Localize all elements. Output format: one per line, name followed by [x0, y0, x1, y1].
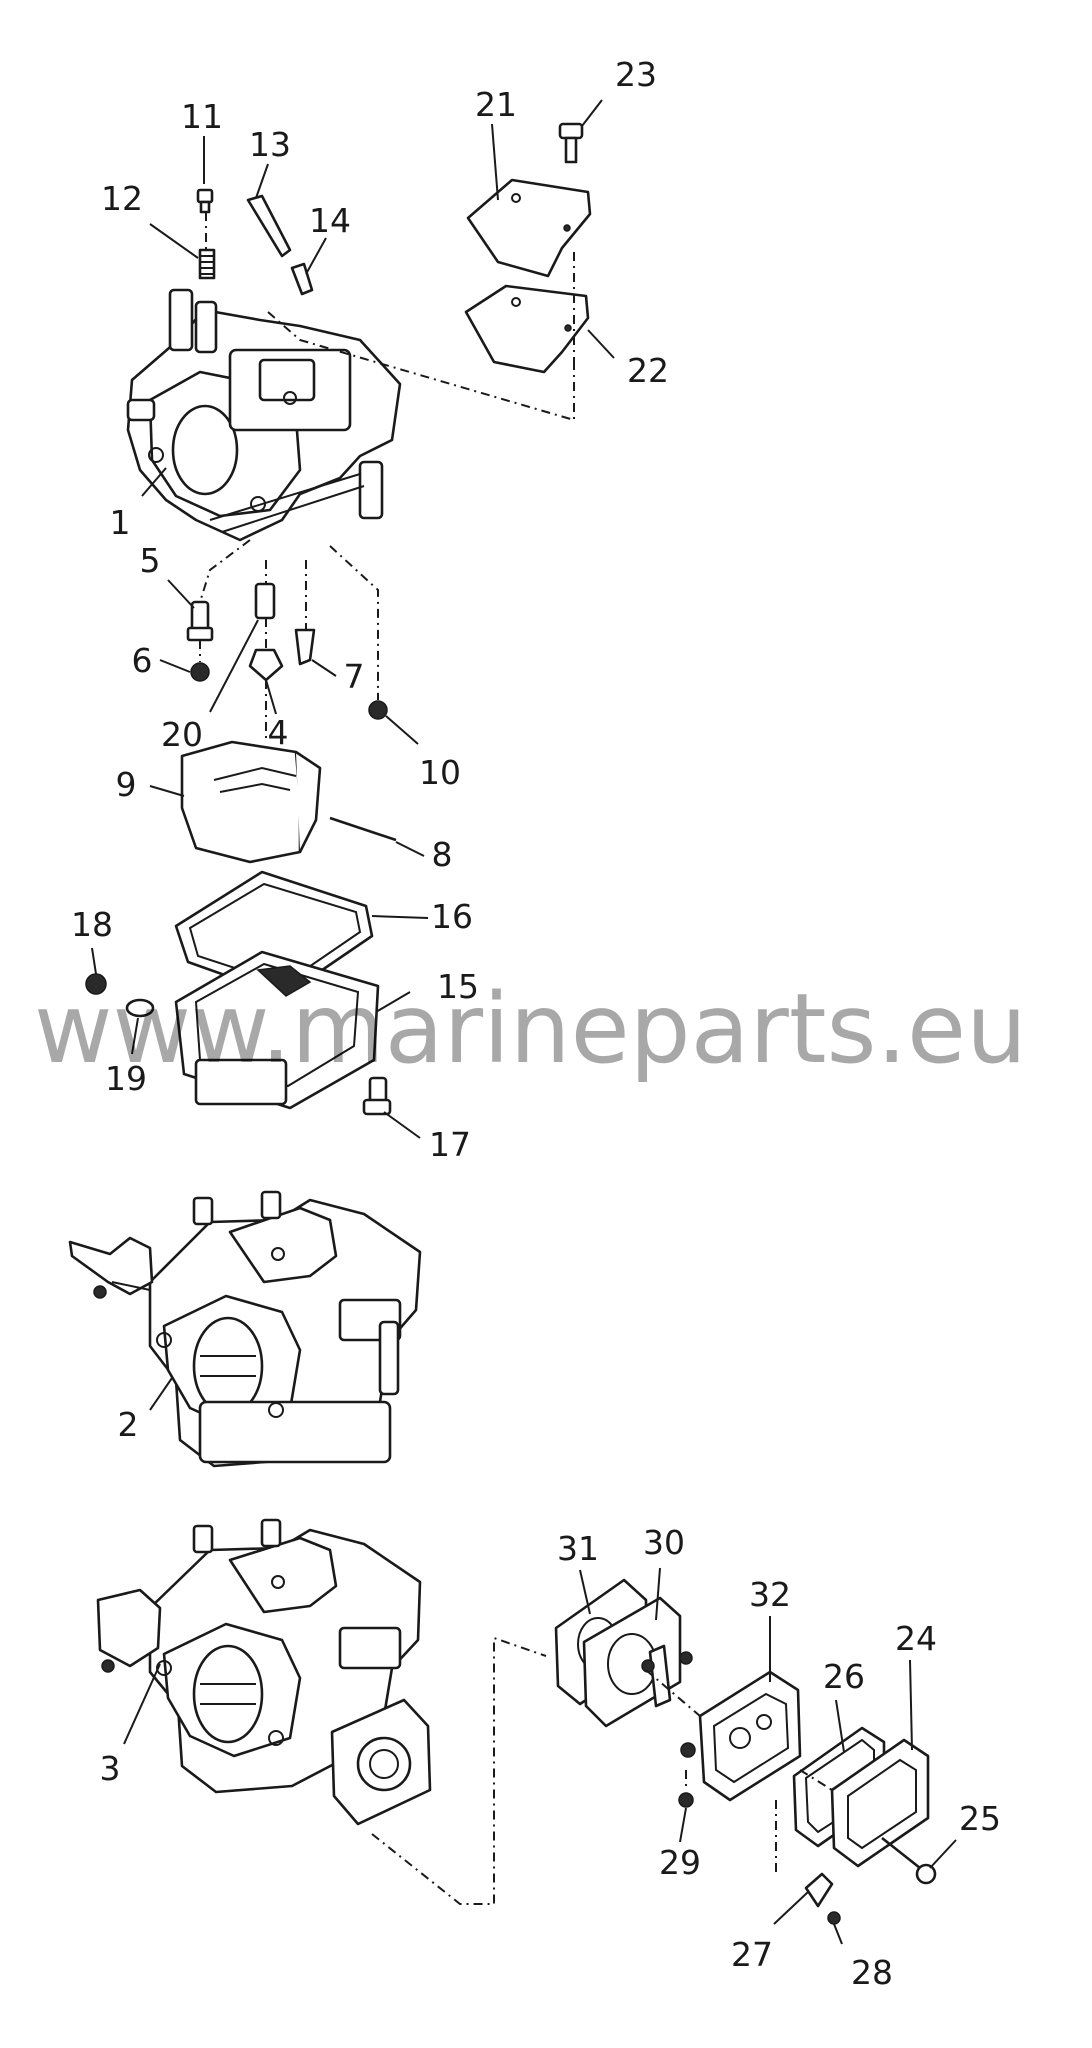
part-1-carburetor-body: [126, 288, 402, 542]
callout-31: 31: [557, 1529, 599, 1568]
watermark-text: www.marineparts.eu: [34, 973, 1027, 1085]
part-12-spring: [198, 248, 216, 280]
part-20-jet-holder: [254, 582, 276, 620]
part-2-carburetor-assembly: [68, 1190, 422, 1468]
callout-20: 20: [161, 715, 203, 754]
part-9-float: [180, 740, 322, 864]
part-10-nut: [368, 700, 388, 720]
callout-9: 9: [116, 765, 137, 804]
callout-7: 7: [344, 657, 365, 696]
part-8-float-pin: [329, 816, 397, 842]
callout-1: 1: [110, 503, 131, 542]
part-30-diaphragm: [582, 1596, 682, 1728]
callout-25: 25: [959, 1799, 1001, 1838]
part-4-main-jet: [248, 648, 284, 682]
part-14-needle: [290, 262, 314, 296]
callout-12: 12: [101, 179, 143, 218]
callout-leaders: [91, 99, 957, 1945]
callout-15: 15: [437, 967, 479, 1006]
top-assembly-lines: [199, 212, 575, 740]
callout-13: 13: [249, 125, 291, 164]
callout-6: 6: [132, 641, 153, 680]
part-21-cover-plate: [466, 178, 592, 278]
part-3-carburetor-assembly: [96, 1518, 432, 1826]
callout-29: 29: [659, 1843, 701, 1882]
part-32-pump-body: [679, 1651, 802, 1802]
part-16-gasket: [174, 870, 374, 998]
callout-26: 26: [823, 1657, 865, 1696]
callout-17: 17: [429, 1125, 471, 1164]
callout-28: 28: [851, 1953, 893, 1992]
part-27-clip: [804, 1872, 834, 1908]
callout-16: 16: [431, 897, 473, 936]
callout-27: 27: [731, 1935, 773, 1974]
callout-24: 24: [895, 1619, 937, 1658]
callout-32: 32: [749, 1575, 791, 1614]
callout-22: 22: [627, 351, 669, 390]
callout-5: 5: [140, 541, 161, 580]
callout-3: 3: [100, 1749, 121, 1788]
bottom-assembly-lines: [371, 1636, 833, 1905]
part-6-nut: [190, 662, 210, 682]
part-15-float-bowl: [174, 950, 380, 1110]
part-25-screw: [881, 1836, 937, 1885]
part-22-gasket: [464, 284, 590, 374]
part-17-drain-screw: [362, 1076, 392, 1116]
callout-21: 21: [475, 85, 517, 124]
part-19-washer: [125, 998, 155, 1018]
callout-8: 8: [432, 835, 453, 874]
part-29-washer: [678, 1792, 694, 1808]
callout-10: 10: [419, 753, 461, 792]
part-11-screw: [196, 188, 214, 214]
callout-14: 14: [309, 201, 351, 240]
part-28-screw: [827, 1911, 841, 1925]
callout-labels: 1 2 3 4 5 6 7 8 9 10 11 12 13 14 15 16 1…: [71, 55, 1001, 1992]
callout-18: 18: [71, 905, 113, 944]
callout-30: 30: [643, 1523, 685, 1562]
part-5-screw: [186, 600, 214, 642]
part-7-float-needle: [294, 628, 316, 666]
part-23-screw: [558, 122, 584, 164]
callout-4: 4: [268, 713, 289, 752]
part-13-adjust-screw: [246, 194, 292, 258]
callout-23: 23: [615, 55, 657, 94]
callout-19: 19: [105, 1059, 147, 1098]
part-24-pump-cover: [830, 1738, 930, 1868]
callout-2: 2: [118, 1405, 139, 1444]
callout-11: 11: [181, 97, 223, 136]
